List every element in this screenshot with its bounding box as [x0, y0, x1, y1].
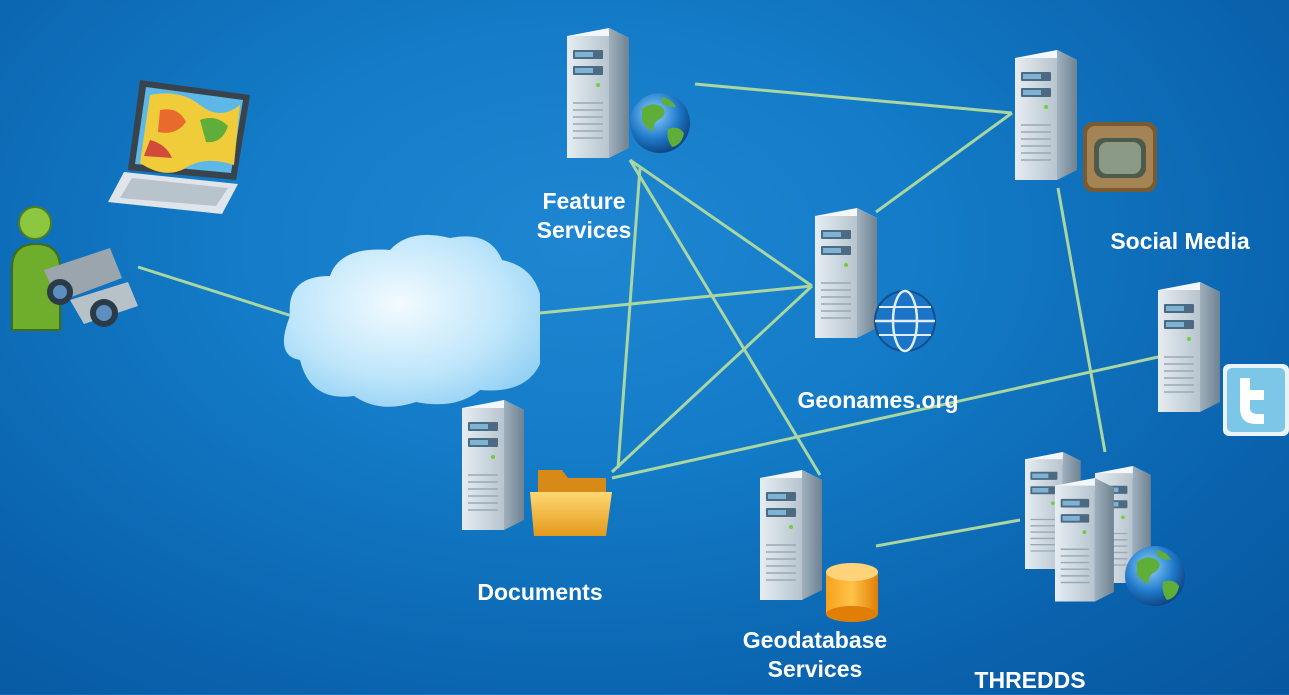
feature-services-server	[566, 27, 630, 159]
twitter-server	[1157, 281, 1221, 413]
link-geonames-socialmedia	[875, 111, 1013, 214]
geodatabase-services-label: Geodatabase Services	[742, 627, 888, 682]
link-socialmedia-thredds	[1056, 187, 1107, 453]
user-icon	[11, 206, 61, 331]
web-globe-icon	[874, 289, 936, 353]
database-icon	[826, 563, 878, 622]
tv-app-icon	[1083, 122, 1157, 192]
documents-server	[461, 399, 525, 531]
link-feature-geodatabase	[628, 159, 822, 476]
link-feature-geonames	[629, 158, 813, 288]
computer-monitor-icon	[108, 80, 250, 214]
social-media-label: Social Media	[1110, 228, 1250, 254]
thredds-label: THREDDS	[974, 667, 1086, 693]
twitter-icon	[1223, 364, 1289, 436]
link-cloud-geonames	[539, 284, 813, 315]
connector-lines	[137, 82, 1159, 548]
binoculars-icon	[44, 248, 138, 327]
link-feature-socialmedia	[694, 82, 1013, 115]
globe-icon	[630, 93, 690, 153]
link-client-cloud	[137, 265, 293, 318]
geodatabase-server	[759, 469, 823, 601]
link-geodatabase-thredds	[875, 518, 1021, 548]
social-media-server	[1014, 49, 1078, 181]
feature-services-label: Feature Services	[536, 188, 632, 243]
link-documents-twitter	[611, 355, 1159, 480]
geonames-label: Geonames.org	[797, 387, 959, 413]
globe-icon	[1125, 546, 1185, 606]
link-documents-geonames	[610, 284, 814, 474]
cloud-icon	[283, 234, 540, 407]
documents-label: Documents	[477, 579, 603, 605]
link-feature-documents	[616, 167, 642, 469]
geonames-server	[814, 207, 878, 339]
folder-icon	[530, 470, 612, 536]
